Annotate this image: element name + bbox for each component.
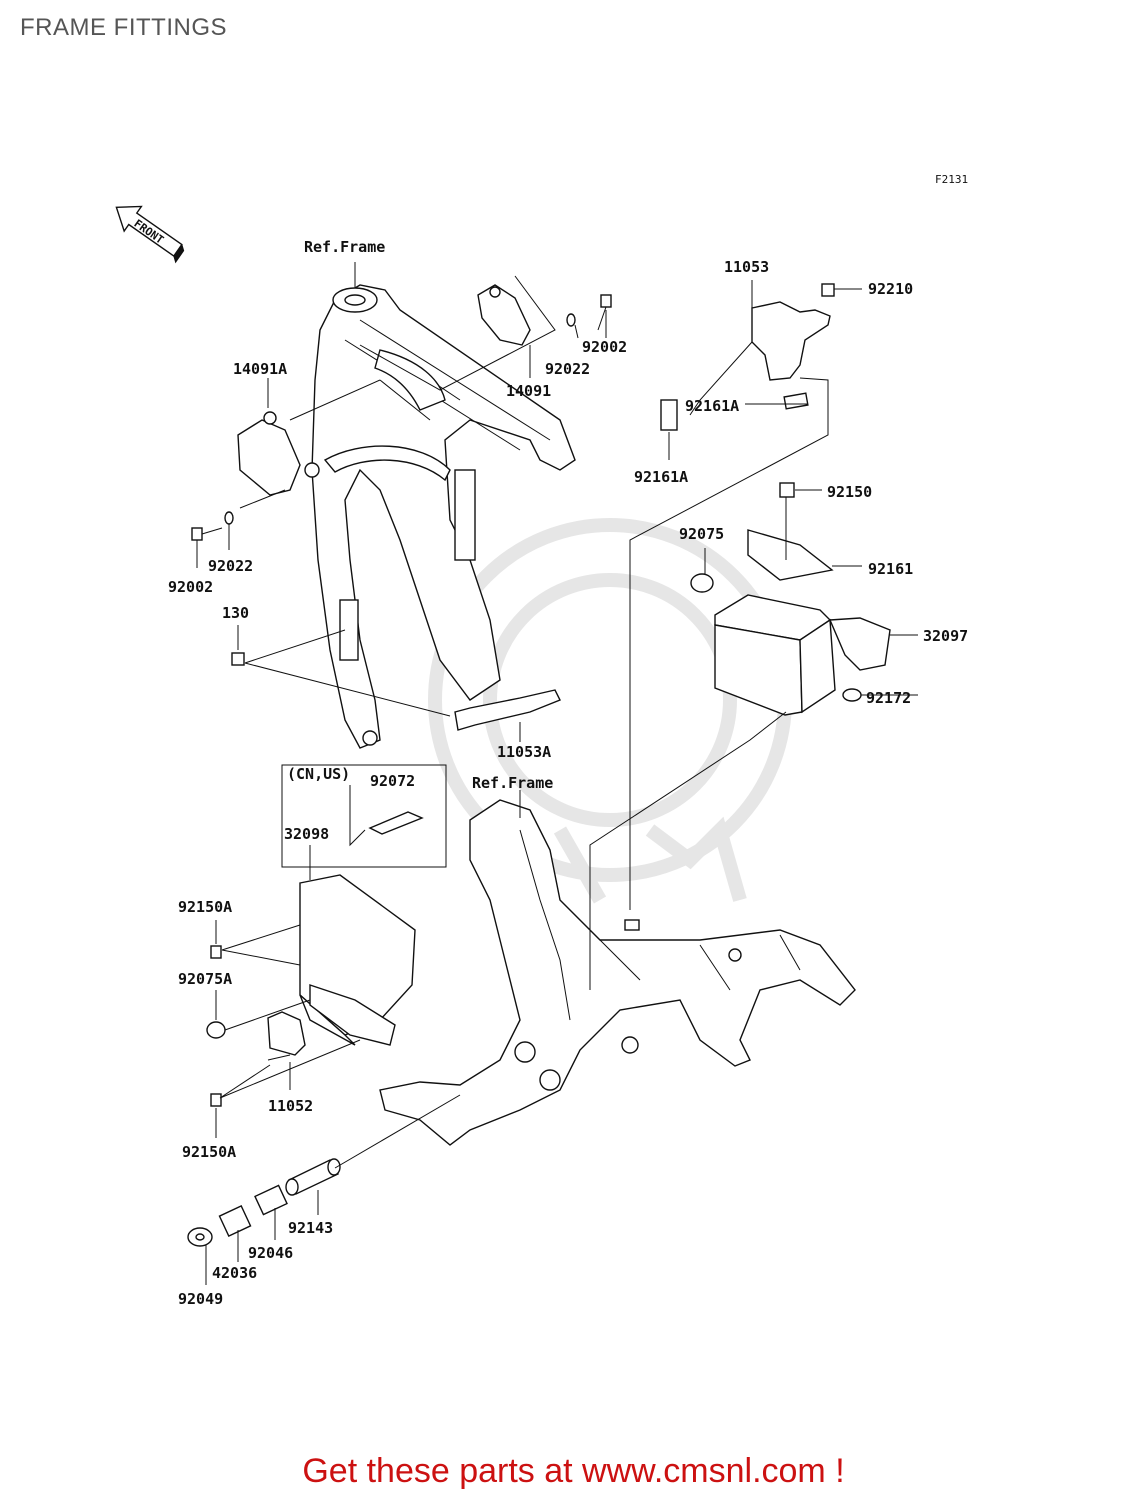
- label-92002-left[interactable]: 92002: [168, 578, 213, 596]
- leader-lines: [196, 262, 918, 1285]
- variant-box: [281, 764, 447, 868]
- label-92072[interactable]: 92072: [370, 772, 415, 790]
- label-92172[interactable]: 92172: [866, 689, 911, 707]
- label-92150A-bot[interactable]: 92150A: [182, 1143, 236, 1161]
- label-92075[interactable]: 92075: [679, 525, 724, 543]
- label-32097[interactable]: 32097: [923, 627, 968, 645]
- label-32098[interactable]: 32098: [284, 825, 329, 843]
- label-14091[interactable]: 14091: [506, 382, 551, 400]
- label-42036[interactable]: 42036: [212, 1264, 257, 1282]
- parts-diagram: F2131 FRONT: [115, 173, 968, 1308]
- label-92161[interactable]: 92161: [868, 560, 913, 578]
- ref-frame-label-bottom: Ref.Frame: [472, 774, 553, 792]
- label-92161A-b[interactable]: 92161A: [634, 468, 688, 486]
- diagram-title: FRAME FITTINGS: [20, 14, 227, 41]
- label-11053[interactable]: 11053: [724, 258, 769, 276]
- front-arrow-icon: FRONT: [115, 205, 185, 264]
- label-14091A[interactable]: 14091A: [233, 360, 287, 378]
- variant-label: (CN,US): [287, 765, 350, 783]
- label-92075A[interactable]: 92075A: [178, 970, 232, 988]
- bracket-11053A: [454, 689, 561, 731]
- label-11052[interactable]: 11052: [268, 1097, 313, 1115]
- main-frame: [304, 284, 576, 749]
- pipe-parts: [187, 1158, 341, 1247]
- sub-frame: [379, 799, 856, 1146]
- footer-link[interactable]: Get these parts at www.cmsnl.com !: [302, 1452, 845, 1490]
- ref-frame-label-top: Ref.Frame: [304, 238, 385, 256]
- figure-code: F2131: [935, 173, 968, 186]
- label-92002-top[interactable]: 92002: [582, 338, 627, 356]
- label-92161A-a[interactable]: 92161A: [685, 397, 739, 415]
- bracket-14091: [477, 284, 531, 346]
- label-92150[interactable]: 92150: [827, 483, 872, 501]
- bracket-14091A: [237, 419, 301, 496]
- bolts: [191, 294, 612, 666]
- frame-cover: [206, 874, 416, 1107]
- label-92143[interactable]: 92143: [288, 1219, 333, 1237]
- label-92210[interactable]: 92210: [868, 280, 913, 298]
- bracket-11053: [751, 301, 831, 381]
- label-92022-top[interactable]: 92022: [545, 360, 590, 378]
- label-11053A[interactable]: 11053A: [497, 743, 551, 761]
- label-92046[interactable]: 92046: [248, 1244, 293, 1262]
- label-130[interactable]: 130: [222, 604, 249, 622]
- label-92049[interactable]: 92049: [178, 1290, 223, 1308]
- battery-case: [690, 482, 891, 716]
- label-92022-left[interactable]: 92022: [208, 557, 253, 575]
- label-92150A-top[interactable]: 92150A: [178, 898, 232, 916]
- part-labels: Ref.Frame 11053 92210 92002 92022 14091 …: [168, 238, 968, 1308]
